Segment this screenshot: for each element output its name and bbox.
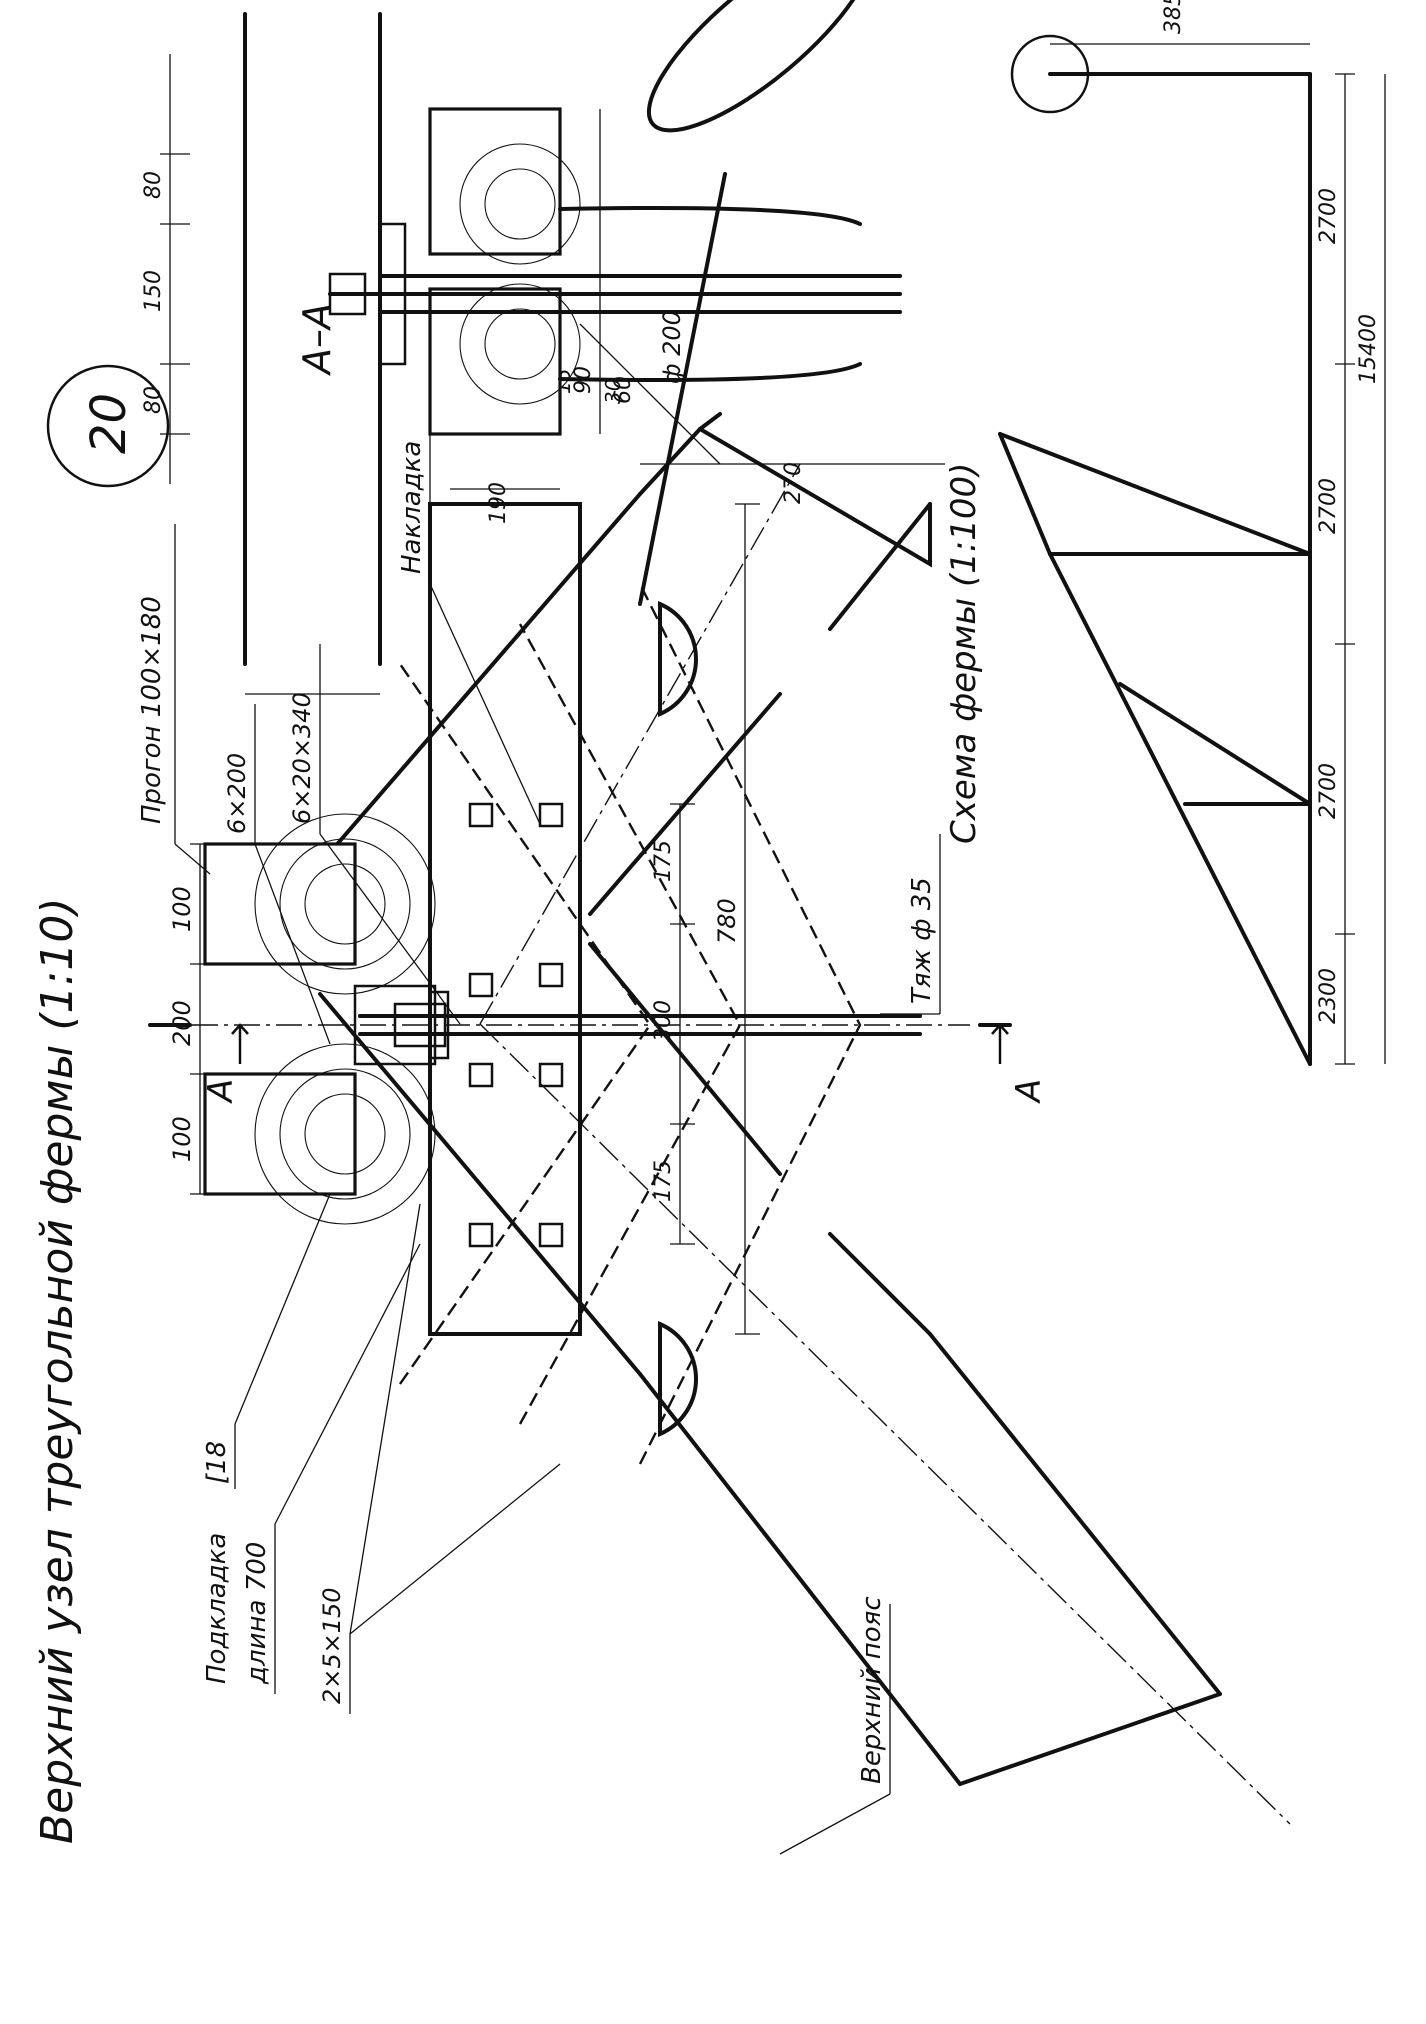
label-channel: [18 <box>202 1441 232 1484</box>
scheme-p2: 2700 <box>1316 763 1341 819</box>
truss-scheme: Схема фермы (1:100) 2300 2700 2700 2700 … <box>944 0 1386 1066</box>
section-mark-right: А <box>1009 1079 1049 1104</box>
dim-780: 780 <box>713 898 741 944</box>
main-node-view: А А 100 200 100 175 300 175 <box>137 0 1291 1855</box>
tie-rod <box>150 984 970 1066</box>
drawing-title: Верхний узел треугольной фермы (1:10) <box>32 898 83 1845</box>
label-plate-6x20x340: 6×20×340 <box>288 692 316 824</box>
dim-30: 30 <box>601 379 625 404</box>
scheme-title: Схема фермы (1:100) <box>944 463 984 844</box>
dim-left-100: 100 <box>168 1116 196 1162</box>
label-strip: 2×5×150 <box>318 1587 346 1704</box>
scheme-total: 15400 <box>1356 314 1381 384</box>
main-labels: Прогон 100×180 6×200 6×20×340 Накладка Т… <box>137 424 941 1855</box>
label-top-chord: Верхний пояс <box>857 1596 887 1784</box>
sec-dim-270: 270 <box>781 462 806 504</box>
section-cut-marks: А А <box>148 1023 1049 1104</box>
scheme-p3: 2700 <box>1316 478 1341 534</box>
dim-300: 300 <box>651 1000 676 1042</box>
dim-diameter-200: ф 200 <box>658 310 686 384</box>
label-purlin: Прогон 100×180 <box>137 596 167 824</box>
upper-chord-left <box>318 942 1291 1825</box>
dim-175-right: 175 <box>651 840 676 882</box>
label-plate-6x200: 6×200 <box>223 753 251 834</box>
section-title: А–А <box>295 303 339 377</box>
purlin-right <box>203 813 436 995</box>
scheme-p1: 2300 <box>1316 968 1341 1024</box>
purlin-left <box>203 1043 436 1225</box>
label-overlay: Накладка <box>397 441 427 574</box>
sheet-number: 20 <box>81 393 137 454</box>
scheme-p4: 2700 <box>1316 188 1341 244</box>
dim-mid-200: 200 <box>168 1000 196 1046</box>
chord-tube-edge <box>638 172 727 606</box>
dim-175-left: 175 <box>651 1160 676 1202</box>
sec-dim-60: 60 <box>611 376 636 404</box>
sec-dim-90: 90 <box>571 366 596 394</box>
sec-dim-80-a: 80 <box>141 386 166 414</box>
section-a-a: 20 А–А <box>46 12 945 695</box>
scheme-height: 3850 <box>1161 0 1186 34</box>
main-dimensions: 100 200 100 175 300 175 780 15 30 ф 200 <box>168 310 760 1335</box>
upper-chord-right <box>318 0 932 1025</box>
section-mark-left: А <box>201 1079 241 1104</box>
sec-dim-190: 190 <box>486 482 511 524</box>
dim-right-100: 100 <box>168 886 196 932</box>
overlay-plate <box>428 502 582 1336</box>
label-tie: Тяж ф 35 <box>907 877 937 1004</box>
label-pad-line1: Подкладка <box>202 1533 232 1684</box>
sheet-number-circle <box>46 364 170 488</box>
sec-dim-80-b: 80 <box>141 171 166 199</box>
sec-dim-150: 150 <box>141 270 166 312</box>
label-pad-line2: длина 700 <box>242 1542 272 1685</box>
